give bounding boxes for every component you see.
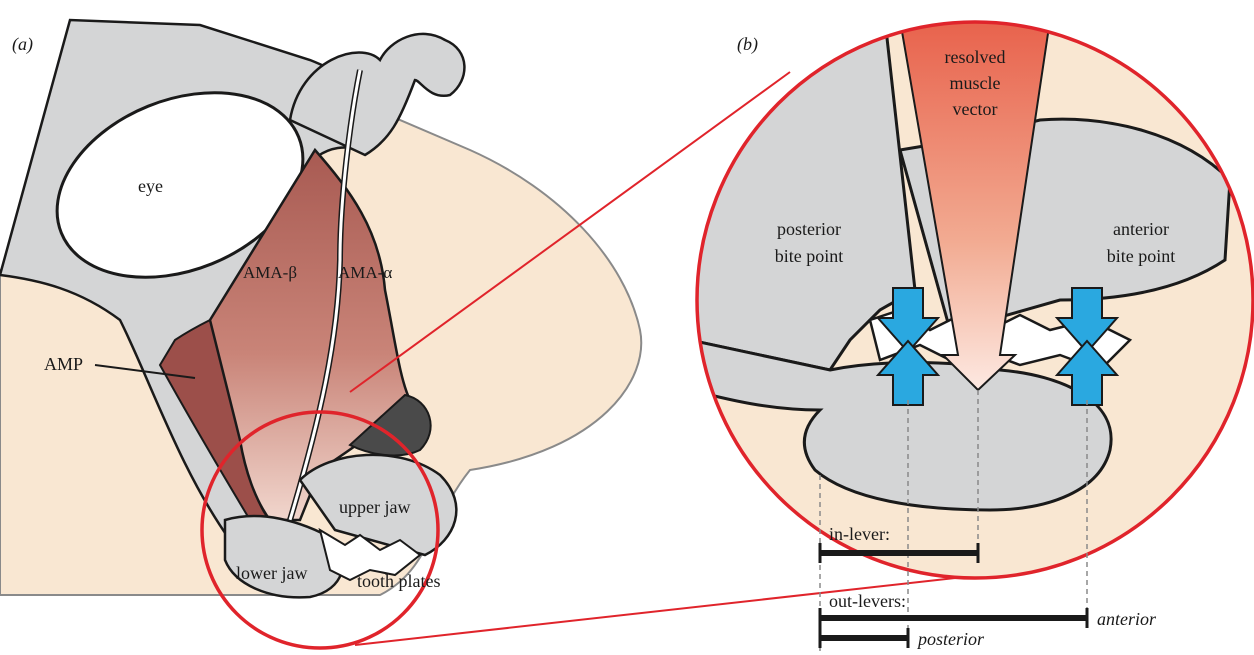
posterior-label-2: bite point: [775, 246, 844, 266]
panel-b-label: (b): [737, 34, 758, 55]
in-lever-label: in-lever:: [829, 524, 890, 544]
amp-label: AMP: [44, 354, 83, 374]
muscle-vector-label-2: muscle: [950, 73, 1001, 93]
panel-a: (a) eye AMA-β AMA-α AMP upper jaw lower …: [0, 20, 641, 648]
ama-beta-label: AMA-β: [243, 263, 297, 282]
posterior-bar-label: posterior: [916, 629, 985, 649]
muscle-vector-label-1: resolved: [945, 47, 1006, 67]
posterior-out-lever-bar: [820, 628, 908, 648]
panel-a-label: (a): [12, 34, 33, 55]
ama-alpha-label: AMA-α: [338, 263, 392, 282]
anterior-bar-label: anterior: [1097, 609, 1157, 629]
muscle-vector-label-3: vector: [953, 99, 998, 119]
tooth-plates-label: tooth plates: [357, 571, 441, 591]
out-levers-label: out-levers:: [829, 591, 906, 611]
anterior-out-lever-bar: [820, 608, 1087, 628]
posterior-label-1: posterior: [777, 219, 841, 239]
anterior-label-2: bite point: [1107, 246, 1176, 266]
eye-label: eye: [138, 176, 163, 196]
anterior-label-1: anterior: [1113, 219, 1169, 239]
upper-jaw-label: upper jaw: [339, 497, 410, 517]
panel-b: (b): [690, 20, 1254, 655]
lower-jaw-label: lower jaw: [236, 563, 307, 583]
